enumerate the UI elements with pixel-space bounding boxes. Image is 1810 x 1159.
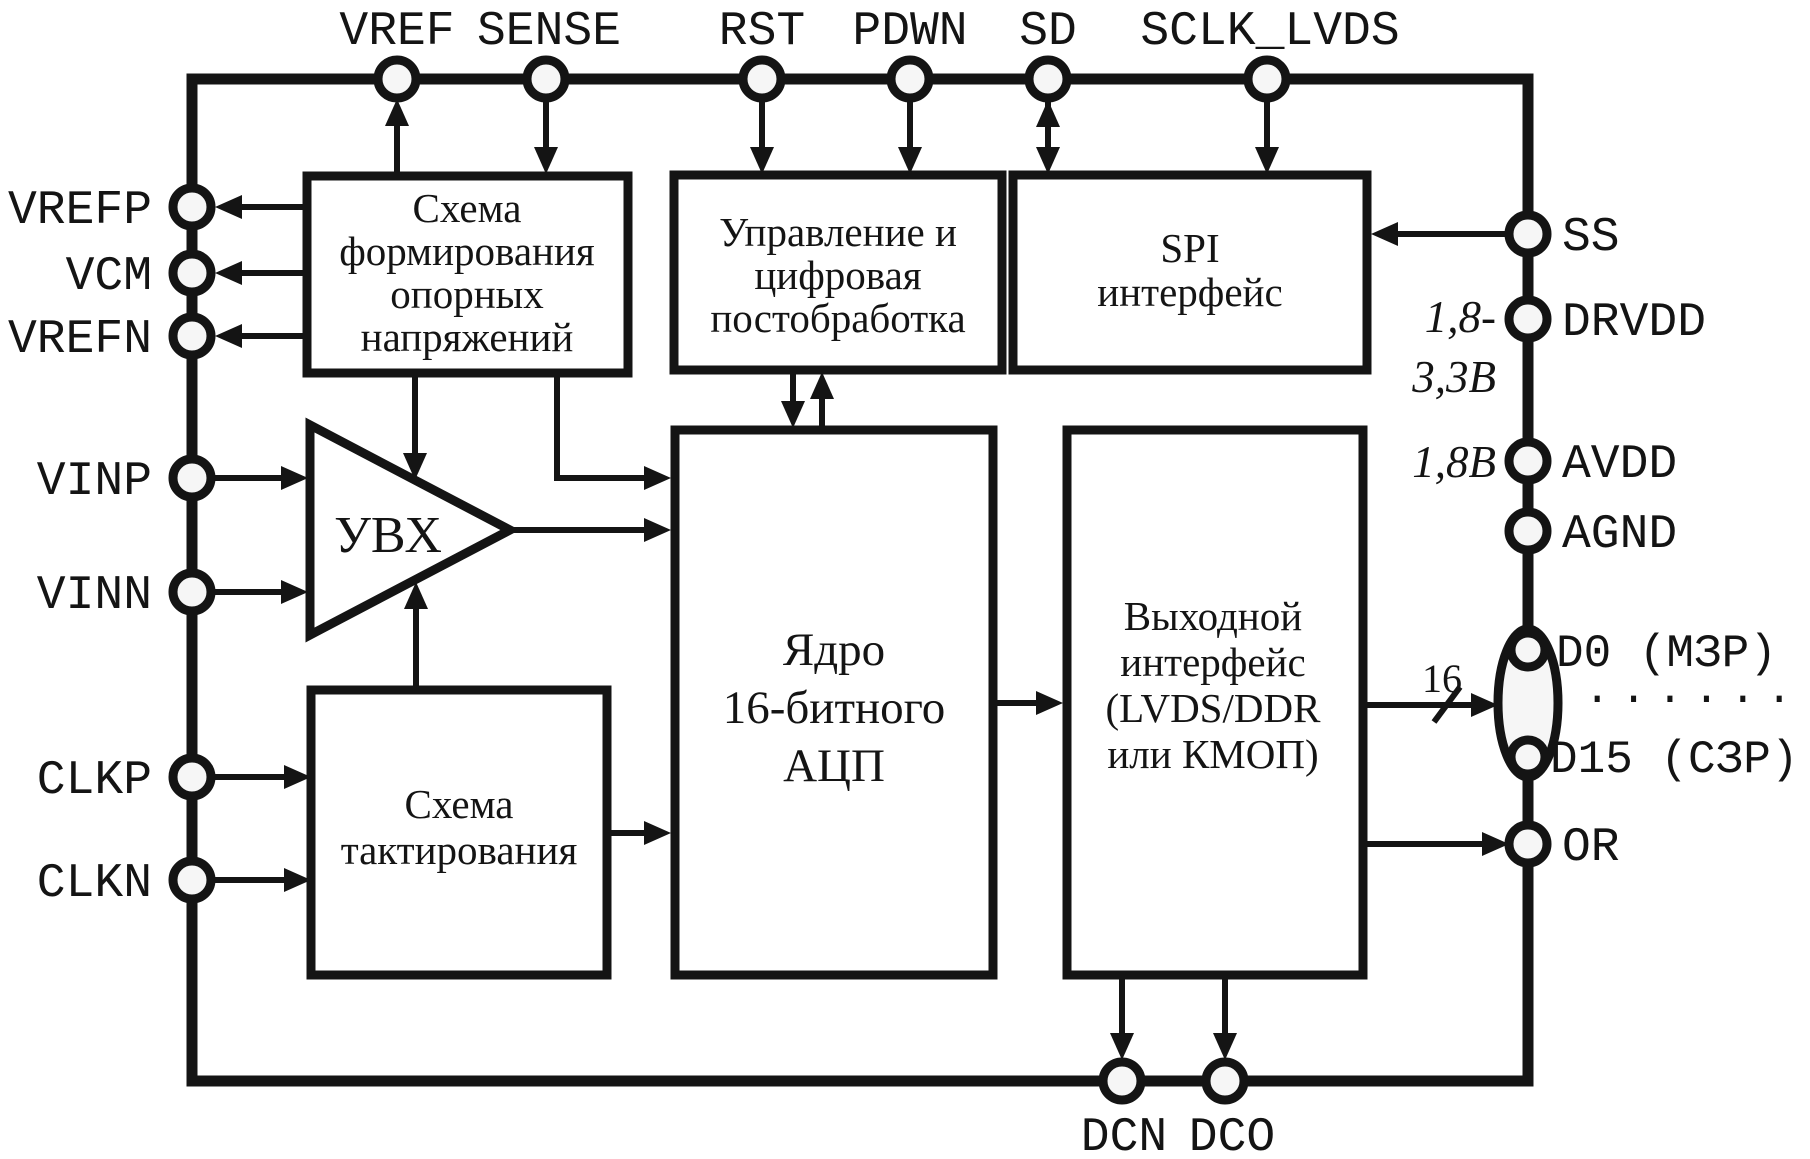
drvdd-voltage-line1: 1,8- [1425,292,1496,342]
label-vinn: VINN [37,569,152,623]
label-dco: DCO [1189,1111,1275,1159]
adc-core-line-1: Ядро [783,624,885,676]
spi-line-1: SPI [1160,225,1219,271]
label-d15: D15 (СЗР) [1550,734,1798,786]
label-avdd: AVDD [1562,438,1677,492]
label-rst: RST [719,5,805,59]
sha-triangle [305,417,520,643]
function-blocks [302,170,1372,980]
adc-core-line-2: 16-битного [723,682,946,734]
output-interface-line-4: или КМОП) [1107,731,1318,777]
pin-avdd [1504,437,1552,485]
control-line-3: постобработка [710,295,965,341]
label-d0: D0 (МЗР) [1556,628,1777,680]
output-interface-block [1062,425,1368,980]
control-block [669,170,1007,375]
label-vinp: VINP [37,455,152,509]
label-clkp: CLKP [37,754,152,808]
pin-sd [1024,55,1072,103]
label-ss: SS [1562,211,1620,265]
avdd-voltage: 1,8В [1412,437,1496,487]
reference-line-3: опорных [390,271,543,317]
reference-block [302,171,633,378]
label-bus-dots: ...... [1584,666,1802,716]
label-vref: VREF [339,5,454,59]
pin-dco [1201,1057,1249,1105]
reference-line-4: напряжений [361,314,574,360]
pin-d0 [1506,628,1550,672]
pin-vcm [168,249,216,297]
label-pdwn: PDWN [852,5,967,59]
pin-vinp [168,454,216,502]
connection-wires [211,98,1509,1037]
output-interface-line-1: Выходной [1124,593,1302,639]
label-drvdd: DRVDD [1562,296,1706,350]
label-vcm: VCM [66,250,152,304]
pin-clkp [168,753,216,801]
label-dcn: DCN [1081,1111,1167,1159]
pin-ss [1504,210,1552,258]
label-vrefn: VREFN [8,313,152,367]
pin-or [1504,820,1552,868]
pin-vrefp [168,183,216,231]
pin-vinn [168,568,216,616]
adc-core-line-3: АЦП [783,740,885,792]
label-sense: SENSE [477,5,621,59]
output-interface-line-2: интерфейс [1120,639,1305,685]
pin-pdwn [886,55,934,103]
pin-sclk-lvds [1243,55,1291,103]
label-clkn: CLKN [37,857,152,911]
pin-dcn [1098,1057,1146,1105]
block-labels: Схема формирования опорных напряжений Уп… [334,185,1321,873]
drvdd-voltage-line2: 3,3В [1411,352,1496,402]
pin-sense [522,55,570,103]
label-agnd: AGND [1562,508,1677,562]
bus-width-label: 16 [1422,656,1462,701]
arrowheads [215,99,1509,1060]
spi-block [1008,170,1372,375]
pin-rst [738,55,786,103]
adc-core-block [670,425,998,980]
pin-circles [168,55,1563,1105]
pin-clkn [168,856,216,904]
clocking-line-1: Схема [405,781,514,827]
sha-label: УВХ [334,507,442,564]
control-line-2: цифровая [754,252,921,298]
pin-labels: VREF SENSE RST PDWN SD SCLK_LVDS VREFP V… [8,5,1802,1159]
label-or: OR [1562,821,1620,875]
label-sd: SD [1019,5,1077,59]
pin-agnd [1504,507,1552,555]
clocking-block [306,685,612,980]
reference-line-2: формирования [339,228,595,274]
annotations: 1,8- 3,3В 1,8В 16 [1411,292,1496,701]
pin-d15 [1506,735,1550,779]
spi-line-2: интерфейс [1097,269,1282,315]
reference-line-1: Схема [413,185,522,231]
label-sclk-lvds: SCLK_LVDS [1140,5,1399,59]
pin-drvdd [1504,295,1552,343]
output-interface-line-3: (LVDS/DDR [1106,685,1322,731]
control-line-1: Управление и [719,209,957,255]
pin-vrefn [168,312,216,360]
clocking-line-2: тактирования [341,827,578,873]
label-vrefp: VREFP [8,184,152,238]
pin-vref [373,55,421,103]
